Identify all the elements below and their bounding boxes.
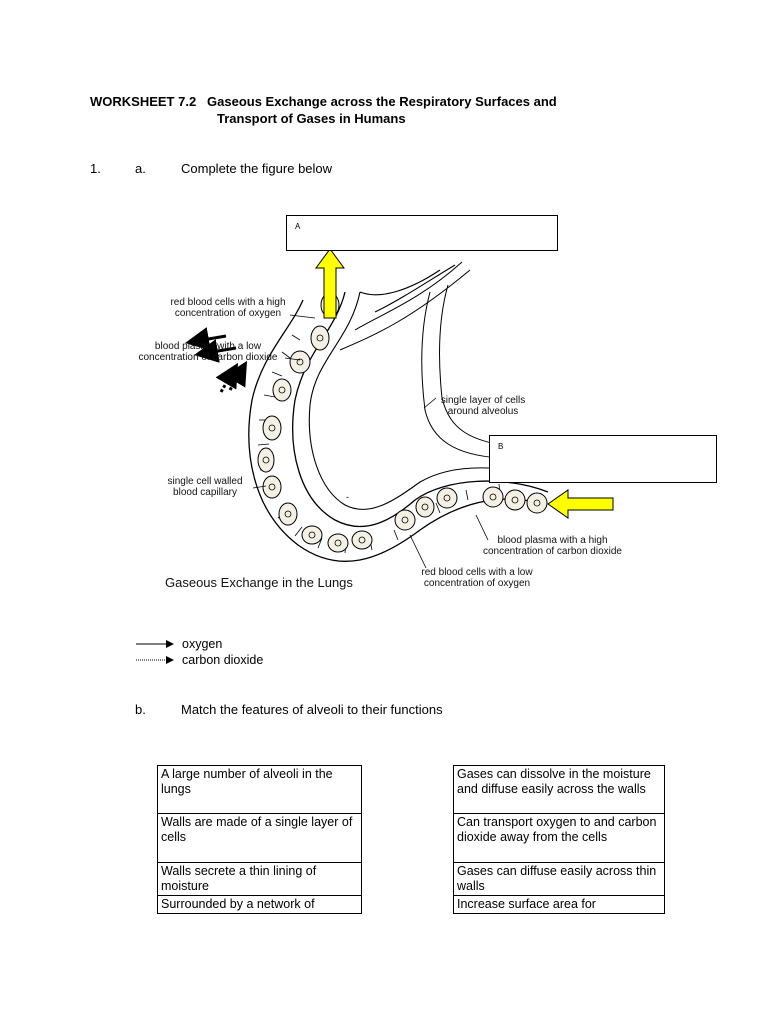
svg-text:-: -: [346, 492, 349, 502]
figure-caption: Gaseous Exchange in the Lungs: [165, 577, 353, 588]
alveolus-branch-2: [340, 262, 470, 350]
legend-oxygen: oxygen: [136, 636, 263, 652]
features-table: A large number of alveoli in the lungs W…: [157, 765, 362, 914]
answer-box-b[interactable]: B: [489, 435, 717, 483]
function-cell[interactable]: Increase surface area for: [454, 896, 665, 914]
function-cell[interactable]: Can transport oxygen to and carbon dioxi…: [454, 814, 665, 863]
functions-table: Gases can dissolve in the moisture and d…: [453, 765, 665, 914]
box-b-label: B: [498, 442, 503, 451]
co2-arrow-2: [221, 368, 235, 392]
feature-cell[interactable]: Surrounded by a network of: [158, 896, 362, 914]
part-b-instruction: Match the features of alveoli to their f…: [181, 702, 443, 717]
rbc-nuclei: [263, 302, 540, 546]
red-blood-cells: [258, 293, 547, 552]
alveolus-diagram: -: [0, 0, 768, 640]
legend: oxygen carbon dioxide: [136, 636, 263, 668]
part-b-letter: b.: [135, 702, 146, 717]
function-cell[interactable]: Gases can dissolve in the moisture and d…: [454, 766, 665, 814]
feature-cell[interactable]: A large number of alveoli in the lungs: [158, 766, 362, 814]
box-a-label: A: [295, 222, 300, 231]
co2-arrow-1: [230, 366, 244, 390]
feature-cell[interactable]: Walls secrete a thin lining of moisture: [158, 863, 362, 896]
leader-lines: [253, 315, 488, 568]
alveolus-sac-wall: [422, 285, 520, 458]
function-cell[interactable]: Gases can diffuse easily across thin wal…: [454, 863, 665, 896]
answer-box-a[interactable]: A: [286, 215, 558, 251]
feature-cell[interactable]: Walls are made of a single layer of cell…: [158, 814, 362, 863]
yellow-arrow-left: [548, 490, 613, 518]
alveolus-branch-1: [360, 265, 455, 312]
legend-carbon-dioxide: carbon dioxide: [136, 652, 263, 668]
